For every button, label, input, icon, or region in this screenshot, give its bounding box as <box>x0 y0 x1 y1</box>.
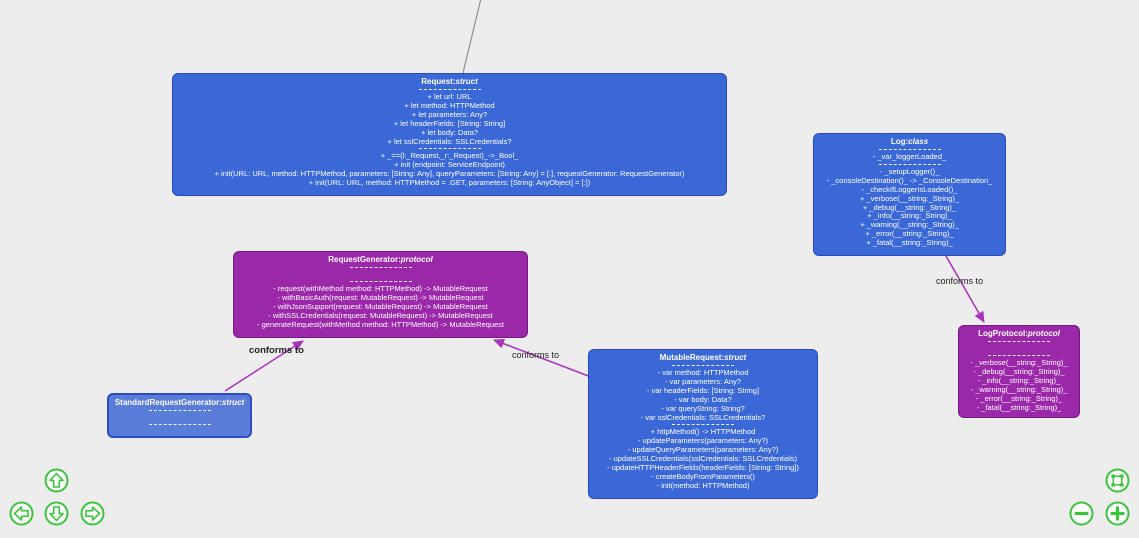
plus-icon <box>1105 501 1130 526</box>
member-row: - _consoleDestination()_ -> _ConsoleDest… <box>826 175 993 185</box>
member-row: + _==(l:_Request,_r:_Request)_->_Bool_ <box>380 151 519 161</box>
edge-log-to-logprotocol <box>945 255 985 323</box>
member-row: - updateSSLCredentials(sslCredentials: S… <box>608 454 797 464</box>
member-row: + init (endpoint: ServiceEndpoint) <box>394 160 505 170</box>
member-row: + let sslCredentials: SSLCredentials? <box>387 136 512 146</box>
member-row: - _var_loggerLoaded_ <box>872 152 947 161</box>
member-row: - _setupLogger()_ <box>879 166 940 176</box>
member-row: - _error(__string:_String)_ <box>975 393 1063 403</box>
member-row: + _info(__string:_String)_ <box>867 211 952 221</box>
member-separator <box>672 424 734 426</box>
class-box-log[interactable]: Log:class - _var_loggerLoaded_ - _setupLo… <box>813 133 1006 256</box>
member-row: - updateHTTPHeaderFields(headerFields: [… <box>607 463 799 473</box>
member-row: + let headerFields: [String: String] <box>393 118 506 128</box>
member-row: - withSSLCredentials(request: MutableReq… <box>268 310 493 320</box>
member-row: - _info(__string:_String)_ <box>977 375 1061 385</box>
member-row: - init(method: HTTPMethod) <box>656 480 750 490</box>
member-row: - createBodyFromParameters() <box>651 471 755 481</box>
edge-label-conforms-to: conforms to <box>249 345 304 356</box>
member-separator <box>349 267 412 268</box>
member-row: + let url: URL <box>427 92 472 101</box>
zoom-out-button[interactable] <box>1068 500 1095 527</box>
fit-to-view-button[interactable] <box>1104 467 1131 494</box>
member-row: - _verbose(__string:_String)_ <box>970 358 1068 367</box>
member-row: - var parameters: Any? <box>665 376 741 386</box>
member-row: - updateQueryParameters(parameters: Any?… <box>627 445 779 455</box>
member-list <box>111 410 248 425</box>
member-row: - var sslCredentials: SSLCredentials? <box>640 412 766 422</box>
member-row: - var queryString: String? <box>661 403 745 413</box>
member-row: - var headerFields: [String: String] <box>646 385 760 395</box>
member-row: - _fatal(__string:_String)_ <box>976 402 1062 412</box>
member-row: + _fatal(__string:_String)_ <box>866 238 953 248</box>
member-separator <box>988 341 1050 342</box>
member-list: + let url: URL+ let method: HTTPMethod+ … <box>175 89 724 188</box>
arrow-left-icon <box>9 501 34 526</box>
member-separator <box>148 424 211 425</box>
class-box-mutablerequest[interactable]: MutableRequest:struct - var method: HTTP… <box>588 349 818 499</box>
member-separator <box>878 149 941 150</box>
member-row: + _debug(__string:_String)_ <box>862 202 957 212</box>
class-title: MutableRequest:struct <box>659 353 747 362</box>
pan-up-button[interactable] <box>43 467 70 494</box>
member-row: + _verbose(__string:_String)_ <box>859 193 959 203</box>
edge-mutablerequest-to-requestgenerator <box>493 338 592 378</box>
class-box-request[interactable]: Request:struct + let url: URL+ let metho… <box>172 73 727 196</box>
pan-right-button[interactable] <box>79 500 106 527</box>
member-list: - var method: HTTPMethod- var parameters… <box>591 365 815 491</box>
member-separator <box>878 163 941 165</box>
edge-external-to-request <box>462 0 482 74</box>
class-title: RequestGenerator:protocol <box>328 255 433 264</box>
class-title: StandardRequestGenerator:struct <box>114 398 245 407</box>
member-separator <box>988 355 1050 356</box>
member-row: + _error(__string:_String)_ <box>865 229 954 239</box>
class-title: Log:class <box>890 137 929 146</box>
class-box-requestgenerator[interactable]: RequestGenerator:protocol - request(with… <box>233 251 528 338</box>
edge-label-conforms-to: conforms to <box>512 350 560 360</box>
member-row: - var method: HTTPMethod <box>657 368 749 377</box>
arrow-down-icon <box>44 501 69 526</box>
class-title: LogProtocol:protocol <box>978 329 1060 338</box>
arrow-up-icon <box>44 468 69 493</box>
edge-standardrequestgenerator-to-requestgenerator <box>224 340 304 392</box>
edge-label-conforms-to: conforms to <box>936 276 984 286</box>
member-row: - withBasicAuth(request: MutableRequest)… <box>277 292 484 302</box>
member-row: - request(withMethod method: HTTPMethod)… <box>273 284 488 293</box>
member-list: - _verbose(__string:_String)_- _debug(__… <box>961 341 1077 412</box>
member-row: + httpMethod() -> HTTPMethod <box>650 427 756 437</box>
member-row: - var body: Data? <box>674 394 732 404</box>
member-row: + let parameters: Any? <box>411 109 488 119</box>
member-row: + _warning(__string:_String)_ <box>860 220 959 230</box>
blank-row <box>111 414 248 422</box>
member-row: - _checkIfLoggerIsLoaded()_ <box>861 184 958 194</box>
blank-row <box>961 345 1077 353</box>
zoom-in-button[interactable] <box>1104 500 1131 527</box>
member-list: - request(withMethod method: HTTPMethod)… <box>236 267 525 330</box>
class-box-logprotocol[interactable]: LogProtocol:protocol - _verbose(__string… <box>958 325 1080 418</box>
member-row: - _debug(__string:_String)_ <box>973 366 1065 376</box>
member-separator <box>418 89 481 90</box>
blank-row <box>236 271 525 279</box>
member-row: - generateRequest(withMethod method: HTT… <box>257 319 504 329</box>
member-row: + let method: HTTPMethod <box>404 100 495 110</box>
member-row: + let body: Data? <box>421 127 478 137</box>
pan-left-button[interactable] <box>8 500 35 527</box>
member-row: + init(URL: URL, method: HTTPMethod = .G… <box>308 178 591 188</box>
member-row: - updateParameters(parameters: Any?) <box>637 436 769 446</box>
member-separator <box>672 365 734 366</box>
minus-icon <box>1069 501 1094 526</box>
member-separator <box>349 281 412 282</box>
arrow-right-icon <box>80 501 105 526</box>
member-list: - _var_loggerLoaded_- _setupLogger()_- _… <box>816 149 1003 248</box>
member-row: - _warning(__string:_String)_ <box>970 384 1068 394</box>
pan-down-button[interactable] <box>43 500 70 527</box>
fit-to-view-icon <box>1105 468 1130 493</box>
class-box-standardrequestgenerator[interactable]: StandardRequestGenerator:struct <box>107 393 252 438</box>
member-separator <box>418 148 481 150</box>
class-title: Request:struct <box>421 77 478 86</box>
member-row: - withJsonSupport(request: MutableReques… <box>273 301 488 311</box>
member-row: + init(URL: URL, method: HTTPMethod, par… <box>214 169 685 179</box>
member-separator <box>148 410 211 411</box>
